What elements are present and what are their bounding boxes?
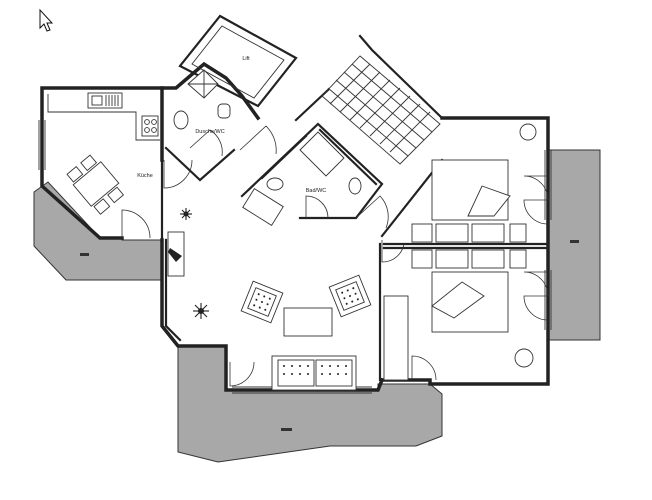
bedroom-outer-wall <box>380 116 550 386</box>
kitchen-sink <box>87 92 123 109</box>
door-bedroom-upper <box>381 240 405 263</box>
drain-marker-left <box>80 253 89 256</box>
bad-fixtures <box>242 131 362 226</box>
living-inner-wall-left <box>164 238 182 342</box>
terrace-drains <box>80 240 579 431</box>
stair-landing-wall <box>318 128 378 186</box>
dusche-toilet <box>217 103 231 119</box>
bedroom-furniture <box>383 123 537 381</box>
drain-marker-right <box>570 240 579 243</box>
kitchen-dining-set <box>66 154 125 215</box>
door-kitchen <box>121 209 151 239</box>
upholstery-dots <box>253 287 359 375</box>
kitchen-fixtures <box>47 92 160 141</box>
door-living-bottom <box>229 361 255 387</box>
sideboard-lamp <box>168 248 182 262</box>
terrace-right <box>547 149 601 341</box>
potted-plant-icon <box>168 208 209 319</box>
doors <box>121 125 549 387</box>
staircase <box>321 55 441 165</box>
door-bad <box>305 195 329 219</box>
bathtub <box>299 131 345 177</box>
mouse-pointer-icon <box>39 8 54 32</box>
bad-basin <box>266 177 284 191</box>
room-label-dusche-wc: Dusche/WC <box>195 129 224 135</box>
door-dusche <box>189 129 223 157</box>
room-label-kueche: Küche <box>137 173 153 179</box>
door-living-left <box>163 159 193 189</box>
door-terrace-right-1 <box>523 175 549 201</box>
door-stair <box>355 195 389 229</box>
lift-cabin <box>191 25 285 99</box>
living-furniture <box>167 231 372 391</box>
drain-marker-bottom <box>281 428 292 431</box>
dusche-basin <box>173 110 189 130</box>
door-hall-top <box>239 125 277 155</box>
bad-toilet <box>348 177 362 195</box>
bad-wall-inner <box>260 134 308 180</box>
bed-pillows <box>411 223 527 269</box>
door-bedroom-bottom <box>411 355 437 381</box>
kitchen-counter <box>47 94 160 141</box>
bedroom-chair-upper <box>519 123 537 141</box>
kitchen-sink-basin <box>91 95 103 106</box>
lift-shaft-wall <box>178 14 298 108</box>
bedroom-chair-lower <box>514 348 534 368</box>
kitchen-outer-wall <box>40 86 164 240</box>
room-label-bad-wc: Bad/WC <box>306 188 327 194</box>
room-label-lift: Lift <box>242 56 250 62</box>
kitchen-stove <box>141 115 159 137</box>
bad-cabinet <box>242 188 284 226</box>
stair-outer-wall <box>358 34 444 120</box>
sofa <box>271 355 357 391</box>
door-terrace-right-2 <box>523 199 549 225</box>
living-outer-wall <box>160 238 385 392</box>
kitchen-table <box>72 161 120 207</box>
door-terrace-right-4 <box>523 295 549 321</box>
dusche-hall-wall <box>164 146 236 182</box>
dusche-outer-wall <box>160 61 261 121</box>
bedroom-wardrobe <box>383 295 409 381</box>
kitchen-drainboard <box>105 95 119 106</box>
door-terrace-right-3 <box>523 271 549 297</box>
coffee-table <box>283 307 333 337</box>
dusche-fixtures <box>173 69 231 130</box>
